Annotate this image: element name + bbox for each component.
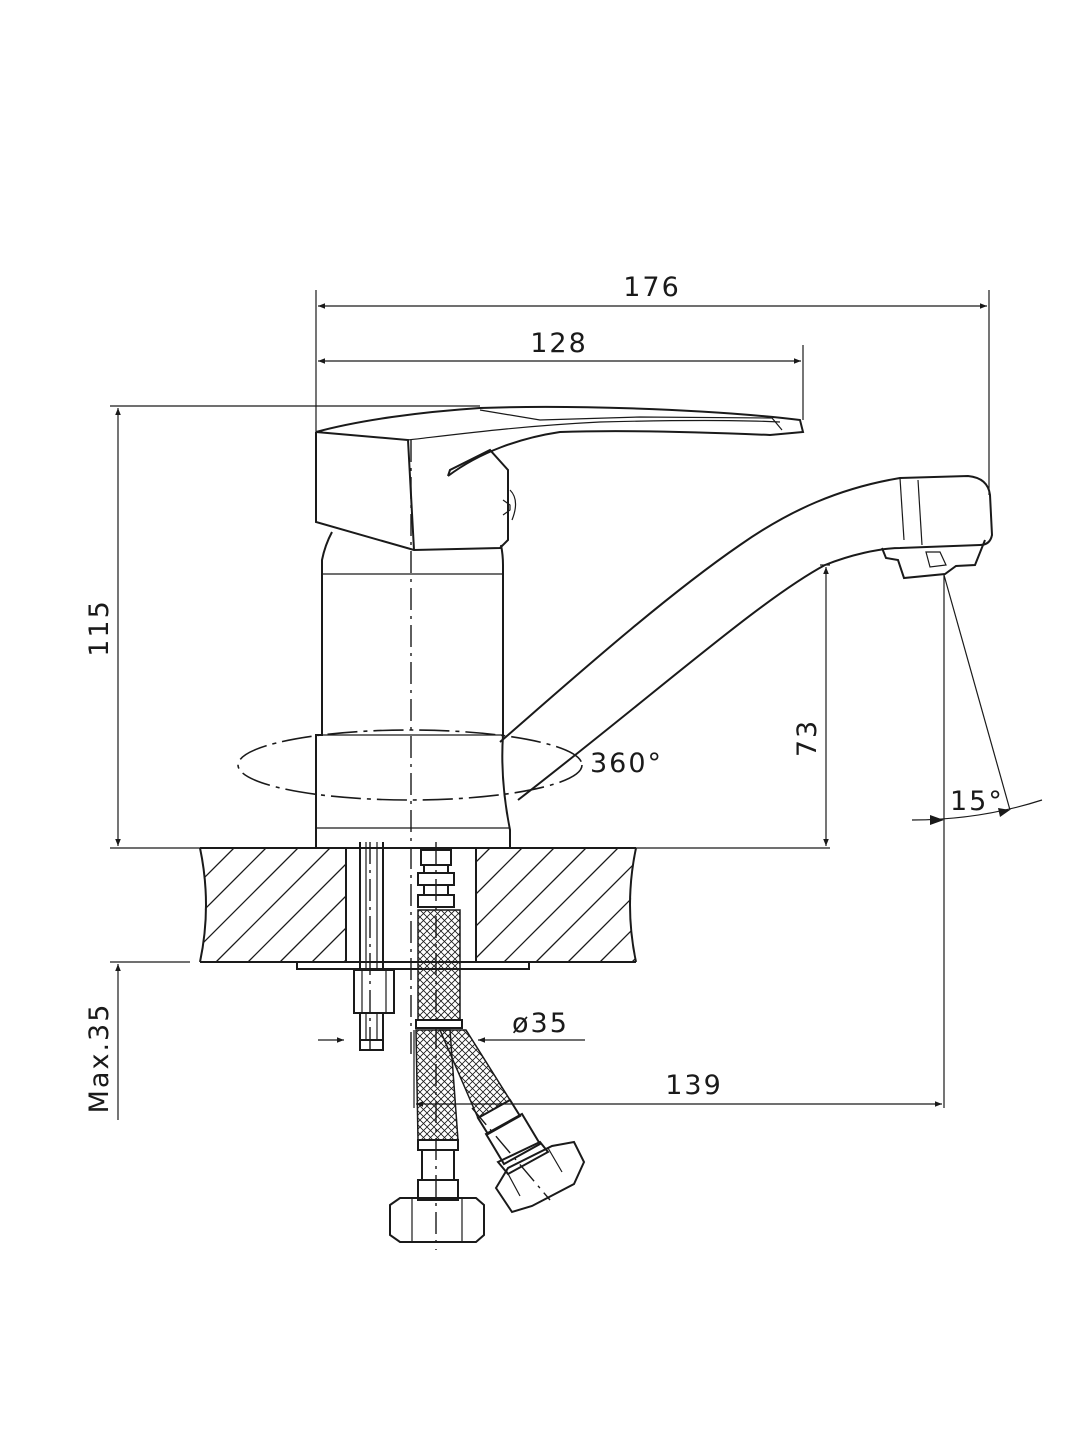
dim-total-height: 115 <box>84 599 115 657</box>
dim-hole-diameter: ø35 <box>512 1008 569 1039</box>
flexible-hoses <box>389 849 586 1243</box>
hatch-line <box>567 848 636 962</box>
hatch-line <box>664 848 778 962</box>
hatch-line <box>200 848 299 962</box>
dimensions: 176 128 115 73 360° 15° ø35 139 Max.35 <box>84 272 1043 1120</box>
swivel-ellipse <box>237 729 583 801</box>
mounting-stud <box>353 842 395 1051</box>
hatch-line <box>200 848 235 962</box>
hatch-line <box>535 848 636 962</box>
hatch-line <box>696 848 810 962</box>
hatch-line <box>503 848 619 962</box>
dim-overall-length: 176 <box>623 272 681 303</box>
dim-swivel-angle: 360° <box>590 748 663 779</box>
center-lines <box>369 440 551 1250</box>
dim-aerator-tilt: 15° <box>950 786 1004 817</box>
hatch-line <box>215 848 331 962</box>
countertop-section <box>199 847 842 970</box>
hatch-line <box>728 848 842 962</box>
hatch-line <box>200 848 267 962</box>
dim-max-counter-thickness: Max.35 <box>84 1003 115 1114</box>
hatch-line <box>631 848 636 962</box>
hatch-line <box>599 848 636 962</box>
hatch-line <box>471 848 587 962</box>
faucet-body <box>315 405 994 849</box>
dim-spout-height: 73 <box>792 719 823 757</box>
dim-spout-reach: 139 <box>665 1070 723 1101</box>
dim-lever-length: 128 <box>530 328 588 359</box>
hatch-line <box>247 848 363 962</box>
